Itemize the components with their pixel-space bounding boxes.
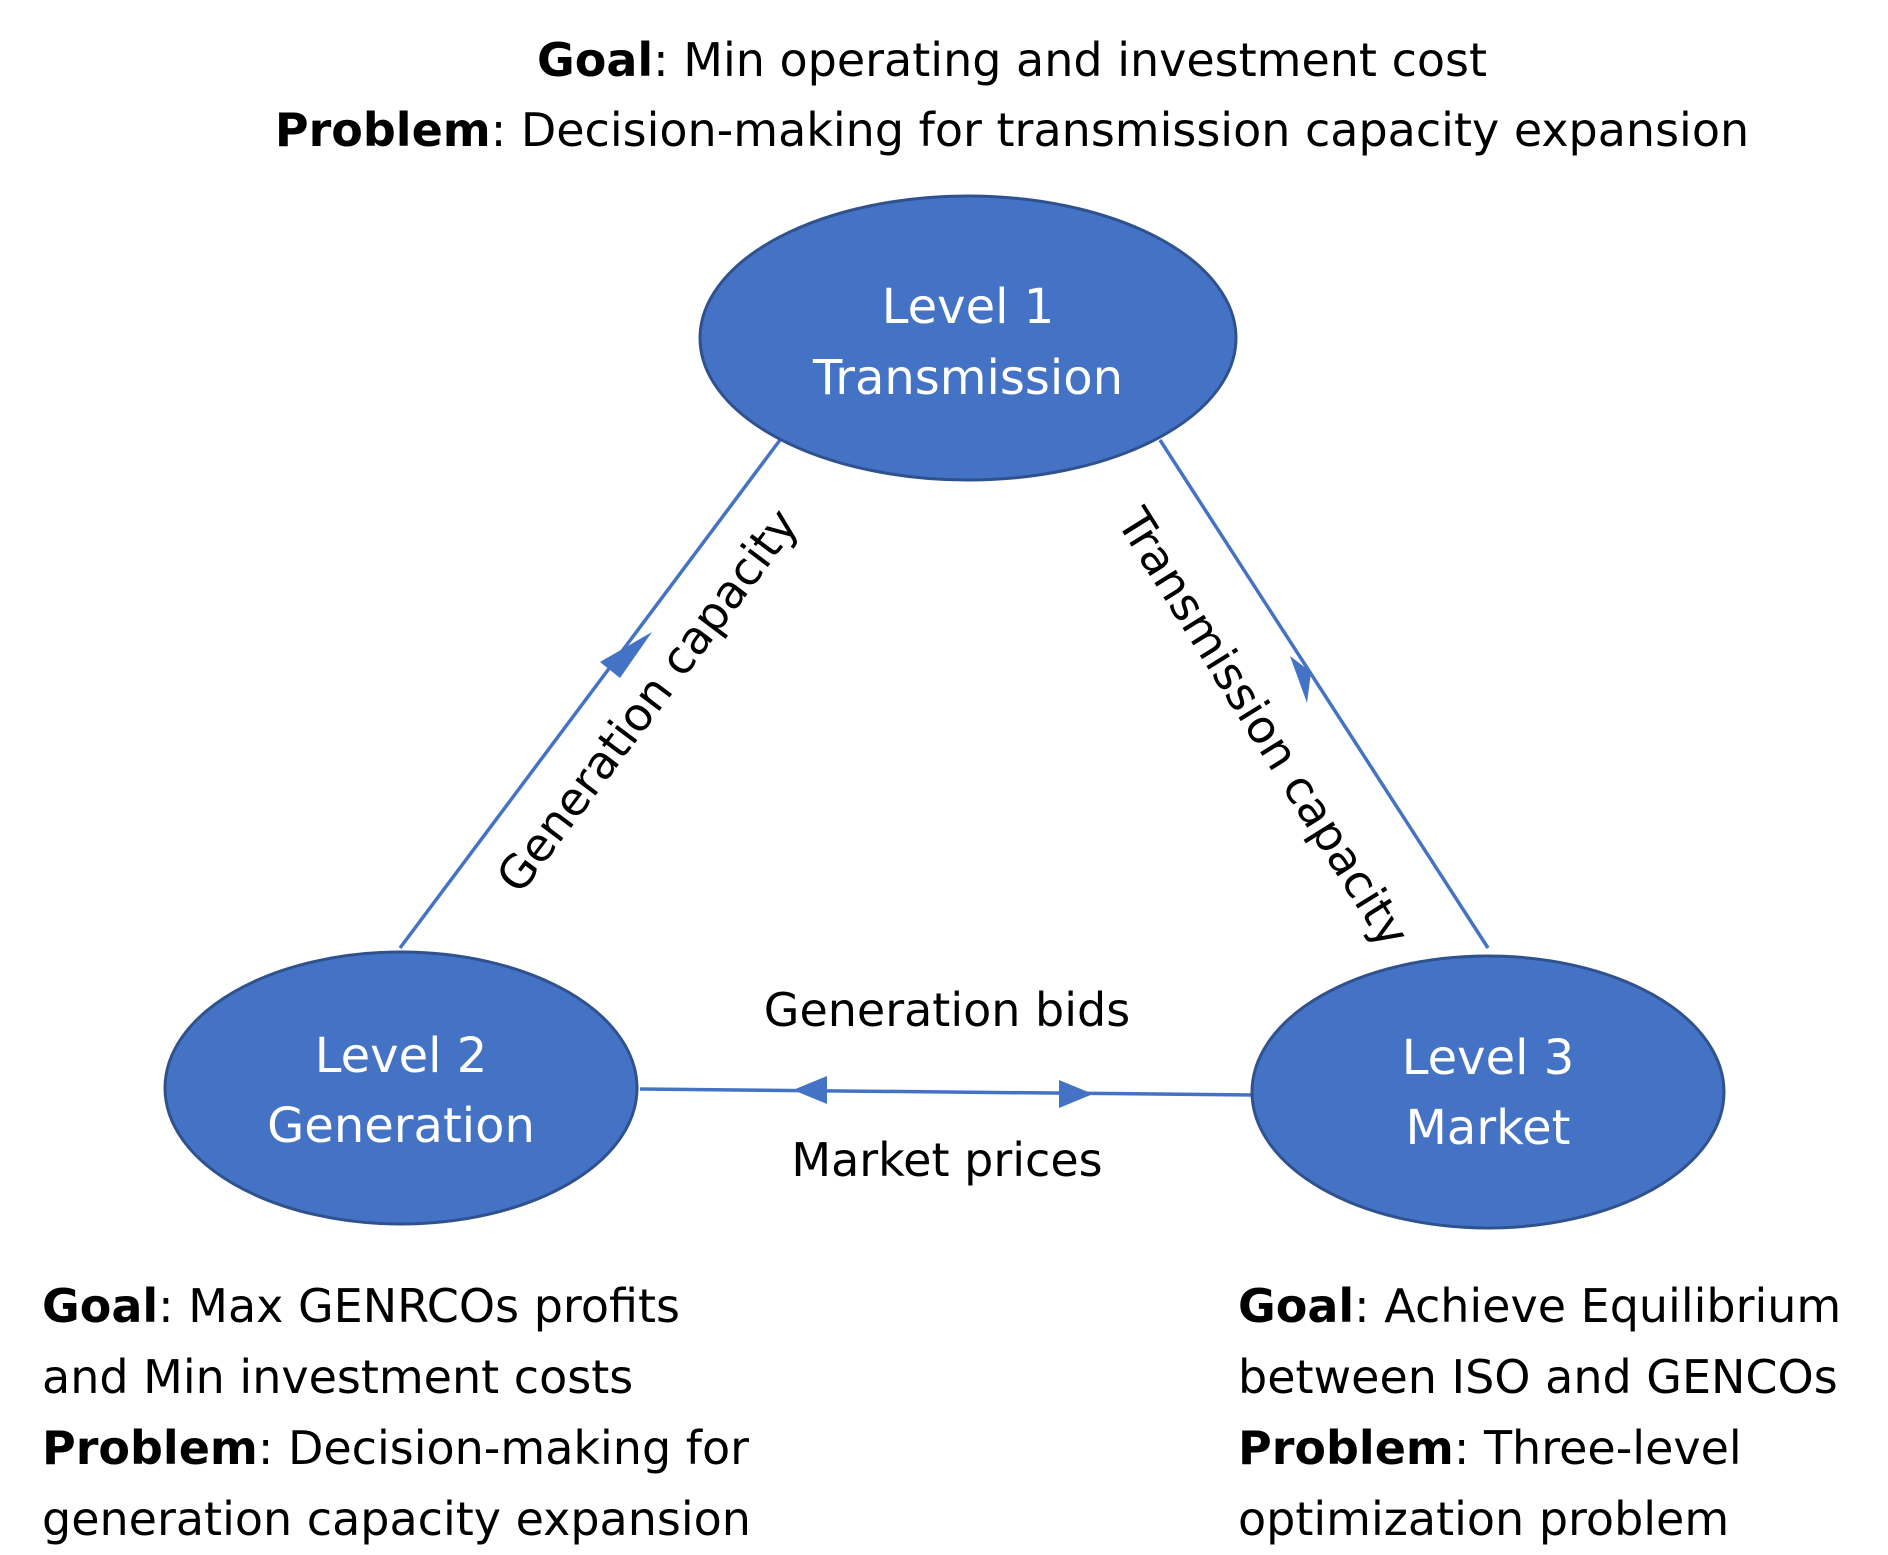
bl-goal-key: Goal	[42, 1279, 158, 1333]
br-goal-text: : Achieve Equilibrium	[1354, 1279, 1841, 1333]
node-level-3: Level 3 Market	[1250, 954, 1726, 1230]
br-problem-line-2: optimization problem	[1238, 1492, 1729, 1546]
br-goal-line-2: between ISO and GENCOs	[1238, 1350, 1838, 1404]
top-goal-text: : Min operating and investment cost	[653, 33, 1487, 87]
top-problem-line: Problem: Decision-making for transmissio…	[275, 103, 1749, 157]
node-level-2-title: Level 2	[315, 1028, 488, 1084]
bottom-right-note: Goal: Achieve Equilibrium between ISO an…	[1238, 1279, 1841, 1546]
bl-goal-line-2: and Min investment costs	[42, 1350, 633, 1404]
br-problem-line: Problem: Three-level	[1238, 1421, 1742, 1475]
node-level-1: Level 1 Transmission	[698, 194, 1238, 482]
edge-label-generation-capacity: Generation capacity	[486, 498, 809, 902]
edge-label-market-prices: Market prices	[791, 1133, 1102, 1187]
edge-line-right	[1158, 439, 1490, 949]
arrowhead-left	[600, 632, 652, 678]
bl-problem-line-2: generation capacity expansion	[42, 1492, 751, 1546]
br-problem-key: Problem	[1238, 1421, 1454, 1475]
bl-problem-line: Problem: Decision-making for	[42, 1421, 749, 1475]
top-problem-text: : Decision-making for transmission capac…	[491, 103, 1749, 157]
node-level-1-subtitle: Transmission	[812, 350, 1123, 406]
bl-problem-key: Problem	[42, 1421, 258, 1475]
bl-problem-text: : Decision-making for	[258, 1421, 749, 1475]
node-level-2-subtitle: Generation	[267, 1098, 535, 1154]
arrowhead-right	[1290, 656, 1311, 703]
node-level-3-shape	[1250, 954, 1726, 1230]
edge-label-generation-bids: Generation bids	[764, 983, 1130, 1037]
top-goal-line: Goal: Min operating and investment cost	[537, 33, 1487, 87]
edge-label-transmission-capacity: Transmission capacity	[1106, 498, 1420, 957]
node-level-1-title: Level 1	[882, 279, 1055, 335]
node-level-3-title: Level 3	[1402, 1030, 1575, 1086]
edge-line-bottom	[639, 1087, 1254, 1097]
node-level-2: Level 2 Generation	[163, 950, 639, 1226]
node-level-1-shape	[698, 194, 1238, 482]
br-goal-key: Goal	[1238, 1279, 1354, 1333]
bl-goal-line: Goal: Max GENRCOs profits	[42, 1279, 680, 1333]
br-problem-text: : Three-level	[1454, 1421, 1742, 1475]
node-level-2-shape	[163, 950, 639, 1226]
br-goal-line: Goal: Achieve Equilibrium	[1238, 1279, 1841, 1333]
top-goal-key: Goal	[537, 33, 653, 87]
edge-line-left	[398, 438, 782, 950]
bl-goal-text: : Max GENRCOs profits	[158, 1279, 680, 1333]
top-problem-key: Problem	[275, 103, 491, 157]
bottom-left-note: Goal: Max GENRCOs profits and Min invest…	[42, 1279, 751, 1546]
arrowhead-bottom-right	[1059, 1080, 1093, 1108]
arrowhead-bottom-left	[793, 1076, 827, 1104]
node-level-3-subtitle: Market	[1406, 1100, 1571, 1156]
